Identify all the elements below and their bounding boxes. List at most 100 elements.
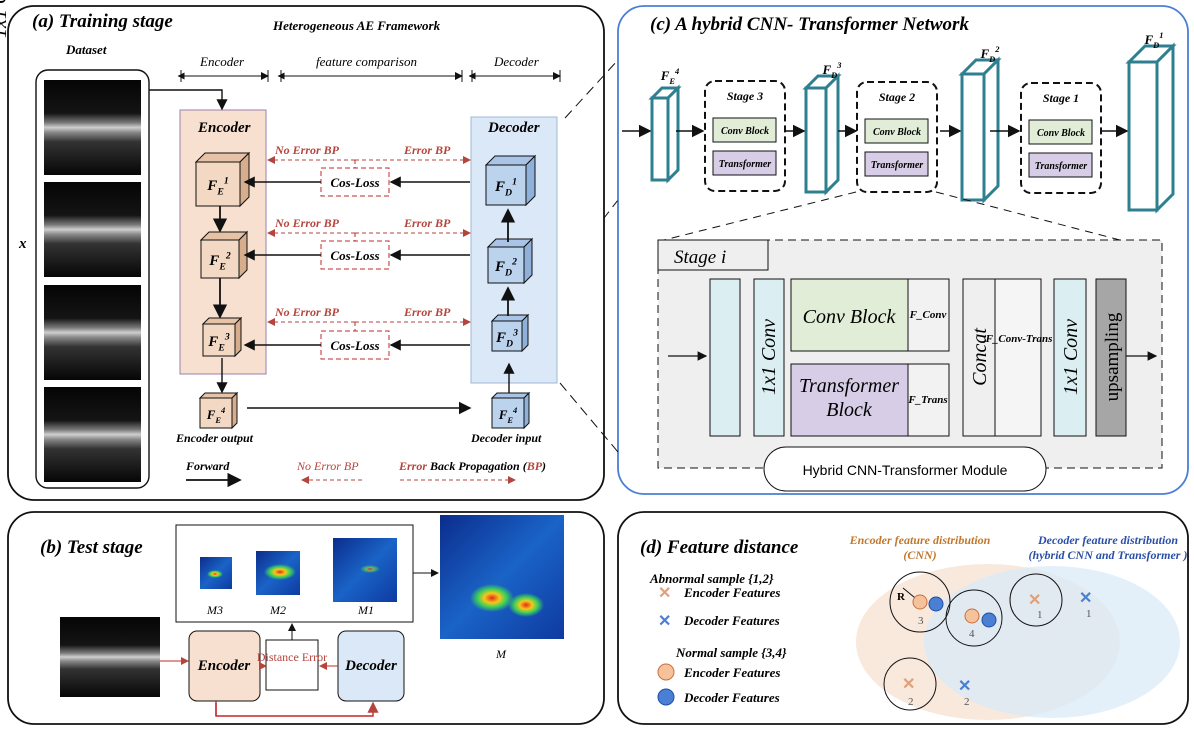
concat-label: Concat <box>969 328 991 386</box>
stage-box-label-1: Stage 3 <box>727 89 763 103</box>
stage-conv-block-label-2: Conv Block <box>873 127 921 138</box>
legend-dec-features-2: Decoder Features <box>683 690 780 705</box>
map-m2-label: M2 <box>269 603 286 617</box>
decoder-distribution-label: Decoder feature distribution(hybrid CNN … <box>1029 533 1188 562</box>
legend-no-error-label: No Error BP <box>296 459 359 473</box>
decoder-input-label: Decoder input <box>470 431 542 445</box>
concat-block <box>962 278 996 437</box>
legend-dec-features-1: Decoder Features <box>683 613 780 628</box>
oct-image-4 <box>44 387 141 482</box>
panel-a-title: (a) Training stage <box>32 11 173 32</box>
conv-block-big-label: Conv Block <box>803 306 897 328</box>
legend-enc-features-1: Encoder Features <box>683 585 780 600</box>
sample-3-dec <box>928 596 944 612</box>
map-m <box>440 515 564 639</box>
stage-box-label-3: Stage 1 <box>1043 91 1079 105</box>
feature-block-fe4 <box>648 84 682 184</box>
stage-conv-block-label-3: Conv Block <box>1037 128 1085 139</box>
stage-transformer-label-3: Transformer <box>1035 161 1088 172</box>
encoder-section-label: Encoder <box>199 54 245 69</box>
panel-d-title: (d) Feature distance <box>640 537 799 558</box>
distance-error-label: Distance Error <box>257 650 327 664</box>
upsampling-label: upsampling <box>1102 312 1123 401</box>
feature-block-fd3 <box>802 72 842 196</box>
decoder-feature-cube-2 <box>486 237 534 285</box>
no-error-bp-label-1: No Error BP <box>274 143 340 157</box>
feature-block-fd1-label: FD1 <box>1144 30 1164 50</box>
f-conv-trans-cell <box>994 278 1042 437</box>
sample-3-circle <box>889 571 951 633</box>
legend-enc-cross-icon: ✕ <box>658 585 671 602</box>
panel-a-frame <box>7 5 605 501</box>
panel-b: (b) Test stage M3 M2 M1 M Encoder Decode… <box>7 511 605 725</box>
feature-block-fd1 <box>1125 42 1177 214</box>
legend-dec-cross-icon: ✕ <box>658 613 671 630</box>
sample-4-circle <box>945 589 1003 647</box>
upsampling-block <box>1095 278 1127 437</box>
conv1x1-c-label: 1x1 Conv <box>1060 319 1082 395</box>
sample-4-dec <box>981 612 997 628</box>
dataset-label: Dataset <box>65 42 107 57</box>
map-m1-label: M1 <box>357 603 374 617</box>
feature-block-fe4-label: FE4 <box>660 66 680 86</box>
error-bp-label-1: Error BP <box>403 143 451 157</box>
transformer-block-big <box>790 363 909 437</box>
encoder-feature-label-4: FE4 <box>206 405 226 425</box>
conv1x1-b-label: 1x1 Conv <box>758 319 780 395</box>
f-trans-label: F_Trans <box>907 394 947 406</box>
conv1x1-a <box>709 278 741 437</box>
decoder-section-label: Decoder <box>493 54 540 69</box>
encoder-column-label: Encoder <box>197 120 251 136</box>
test-encoder-label: Encoder <box>197 658 251 674</box>
abnormal-sample-label: Abnormal sample {1,2} <box>649 571 774 586</box>
decoder-feature-label-1: FD1 <box>494 176 517 198</box>
sample-2-enc: ✕ <box>902 676 915 693</box>
encoder-feature-label-1: FE1 <box>206 175 228 197</box>
stage-transformer-label-1: Transformer <box>719 159 772 170</box>
error-bp-label-2: Error BP <box>403 216 451 230</box>
decoder-distribution <box>924 566 1180 718</box>
f-trans-cell <box>907 363 950 437</box>
panel-c-title: (c) A hybrid CNN- Transformer Network <box>650 14 969 35</box>
f-conv-cell <box>907 278 950 352</box>
module-pill <box>763 446 1047 492</box>
sample-4-num: 4 <box>969 628 975 640</box>
conv1x1-c <box>1053 278 1087 437</box>
oct-image-3 <box>44 285 141 380</box>
module-label: Hybrid CNN-Transformer Module <box>803 462 1008 478</box>
error-bp-label-3: Error BP <box>403 305 451 319</box>
sample-1-circle <box>1009 573 1063 627</box>
sample-1-dec: ✕ <box>1079 590 1092 607</box>
map-m-label: M <box>495 647 507 661</box>
feature-block-fd2-label: FD2 <box>980 44 1001 64</box>
encoder-feature-cube-3 <box>201 316 243 358</box>
stage-box-label-2: Stage 2 <box>879 90 915 104</box>
encoder-feature-label-2: FE2 <box>208 250 231 272</box>
legend-error-label: Error Back Propagation (BP) <box>398 459 546 473</box>
panel-c: (c) A hybrid CNN- Transformer Network FE… <box>0 0 1189 495</box>
feature-block-fd2 <box>958 56 1002 204</box>
no-error-bp-label-2: No Error BP <box>274 216 340 230</box>
sample-2-circle <box>883 657 937 711</box>
decoder-feature-label-2: FD2 <box>494 256 517 278</box>
legend-enc-dot-icon <box>657 663 675 681</box>
sample-2-num-dec: 2 <box>964 696 970 708</box>
cos-loss-box-1 <box>320 167 390 197</box>
stage-transformer-label-2: Transformer <box>871 160 924 171</box>
x-label: x <box>18 236 27 252</box>
sample-1-enc: ✕ <box>1028 592 1041 609</box>
oct-image-2 <box>44 182 141 277</box>
cos-loss-box-2 <box>320 240 390 270</box>
encoder-feature-cube-1 <box>194 151 251 208</box>
legend-forward-label: Forward <box>185 459 230 473</box>
f-conv-trans-label: F_Conv-Trans <box>985 333 1053 345</box>
no-error-bp-label-3: No Error BP <box>274 305 340 319</box>
framework-title: Heterogeneous AE Framework <box>272 18 441 33</box>
stage-conv-block-1 <box>712 117 777 143</box>
legend-dec-dot-icon <box>657 688 675 706</box>
test-oct-image <box>60 617 160 697</box>
decoder-feature-label-4: FE4 <box>498 405 518 425</box>
decoder-feature-cube-1 <box>484 154 537 207</box>
